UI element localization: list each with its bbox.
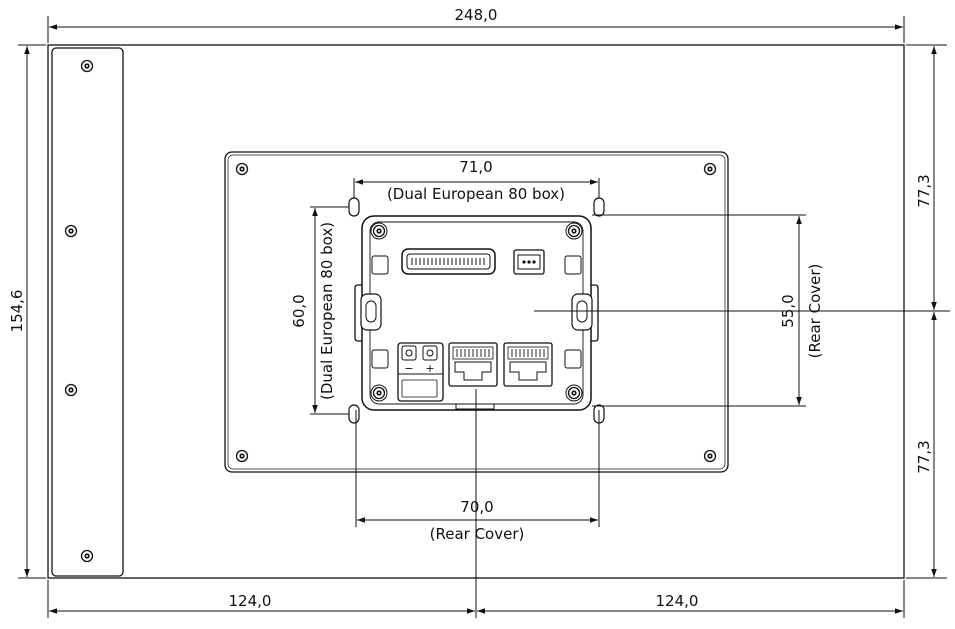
box-slot-icon (593, 197, 605, 217)
overall-width-label: 248,0 (455, 6, 498, 24)
ribbon-connector-icon (401, 248, 496, 275)
rear-cover-width-note: (Rear Cover) (430, 525, 525, 543)
lower-half-height-label: 77,3 (915, 440, 933, 473)
rail-screw-icon (80, 59, 94, 73)
ethernet-port-icon (503, 342, 553, 387)
rear-cover-height-label: 55,0 (779, 294, 797, 327)
dual-box-width-label: 71,0 (459, 158, 492, 176)
rail-screw-icon (80, 549, 94, 563)
dual-box-height-note: (Dual European 80 box) (318, 222, 336, 400)
plate-screw-icon (235, 449, 249, 463)
side-rail (51, 47, 124, 577)
plate-screw-icon (703, 162, 717, 176)
cover-screw-icon (565, 222, 583, 240)
minus-sign: − (404, 362, 413, 375)
cover-screw-icon (565, 384, 583, 402)
dimension-lines (18, 16, 950, 618)
rail-screw-icon (64, 383, 78, 397)
overall-height-label: 154,6 (8, 290, 26, 333)
rear-cover: − + (354, 215, 599, 411)
mounting-slot-icon (571, 293, 593, 331)
plate-screw-icon (703, 449, 717, 463)
left-half-width-label: 124,0 (229, 592, 272, 610)
ethernet-port-icon (448, 342, 498, 387)
dual-box-height-label: 60,0 (290, 294, 308, 327)
dual-box-width-note: (Dual European 80 box) (387, 185, 565, 203)
right-half-width-label: 124,0 (656, 592, 699, 610)
plate-screw-icon (235, 162, 249, 176)
mounting-slot-icon (360, 293, 382, 331)
upper-half-height-label: 77,3 (915, 174, 933, 207)
power-terminal-icon: − + (397, 342, 444, 402)
rear-cover-height-note: (Rear Cover) (806, 264, 824, 359)
rail-screw-icon (64, 224, 78, 238)
cover-screw-icon (370, 222, 388, 240)
cover-screw-icon (370, 384, 388, 402)
header-connector-icon (513, 249, 545, 275)
box-slot-icon (348, 404, 360, 424)
box-slot-icon (348, 197, 360, 217)
rear-cover-width-label: 70,0 (460, 498, 493, 516)
plus-sign: + (425, 362, 434, 375)
